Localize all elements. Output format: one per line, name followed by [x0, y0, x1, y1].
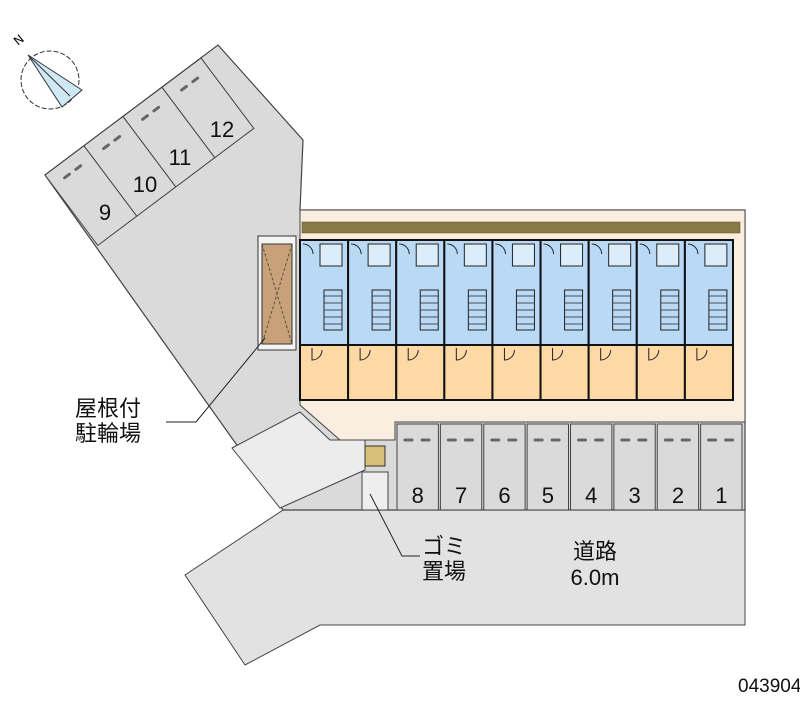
- parking-space: 8: [396, 423, 439, 511]
- apartment-unit: [395, 239, 446, 401]
- apartment-unit: [443, 239, 494, 401]
- bike-parking-label-line1: 屋根付: [75, 397, 142, 422]
- bath-icon: [704, 243, 728, 267]
- compass-icon: N: [11, 32, 83, 110]
- front-parking-area: 8 7 6 5 4 3 2 1: [396, 423, 743, 511]
- rear-parking-area: [44, 57, 255, 247]
- bath-icon: [656, 243, 680, 267]
- parking-space: 5: [526, 423, 569, 511]
- parking-space-number: 3: [628, 483, 640, 508]
- parking-space: 1: [700, 423, 743, 511]
- parking-space-number: 6: [498, 483, 510, 508]
- door-icon: [552, 348, 564, 361]
- parking-space-number: 11: [169, 145, 192, 170]
- bath-icon: [463, 243, 487, 267]
- door-icon: [359, 348, 371, 361]
- bike-parking-label: 屋根付 駐輪場: [75, 397, 141, 447]
- bike-parking-label-line2: 駐輪場: [75, 422, 142, 447]
- road-label-name: 道路: [572, 540, 617, 565]
- bath-icon: [608, 243, 632, 267]
- door-icon: [696, 348, 708, 361]
- roof-cross-line: [261, 243, 293, 345]
- apartment-unit: [491, 239, 542, 401]
- parking-space-number: 12: [210, 117, 234, 142]
- parking-space-number: 4: [585, 483, 597, 508]
- parking-space: [161, 57, 255, 159]
- apartment-unit: [683, 239, 735, 401]
- parking-space: 2: [656, 423, 700, 511]
- parking-space-number: 2: [672, 483, 684, 508]
- parking-space-number: 5: [542, 483, 554, 508]
- parking-space: 7: [439, 423, 483, 511]
- door-icon: [455, 348, 467, 361]
- parking-space: [83, 115, 177, 217]
- garbage-label-line2: 置場: [422, 560, 467, 585]
- garbage-leader-line: [369, 493, 420, 557]
- door-icon: [600, 348, 612, 361]
- compass-north-label: N: [11, 32, 27, 48]
- garbage-box: [364, 445, 386, 467]
- apartment-units: [299, 239, 735, 401]
- apartment-unit: [539, 239, 590, 401]
- hedge: [301, 221, 741, 234]
- parking-space-number: 10: [133, 172, 157, 197]
- door-icon: [648, 348, 660, 361]
- bath-icon: [560, 243, 584, 267]
- parking-space-number: 8: [412, 483, 424, 508]
- garbage-label-line1: ゴミ: [422, 535, 467, 560]
- door-icon: [311, 348, 323, 361]
- road-label-width: 6.0m: [570, 565, 620, 590]
- road: [184, 509, 746, 666]
- parking-space: 4: [570, 423, 613, 511]
- apartment-unit: [635, 239, 686, 401]
- door-icon: [407, 348, 419, 361]
- door-icon: [503, 348, 515, 361]
- parking-space: 3: [613, 423, 656, 511]
- parking-space-number: 7: [455, 483, 467, 508]
- parking-space-number: 9: [99, 200, 111, 225]
- apartment-unit: [347, 239, 398, 401]
- garbage-label: ゴミ 置場: [422, 535, 466, 585]
- apartment-unit: [587, 239, 638, 401]
- bath-icon: [367, 243, 391, 267]
- property-code: 043904: [738, 676, 800, 697]
- apartment-unit: [299, 239, 350, 401]
- parking-space: 6: [483, 423, 526, 511]
- bath-icon: [415, 243, 439, 267]
- road-label: 道路 6.0m: [560, 540, 630, 590]
- parking-space-number: 1: [715, 483, 727, 508]
- bath-icon: [319, 243, 343, 267]
- bike-leader-line: [166, 337, 266, 423]
- bath-icon: [511, 243, 535, 267]
